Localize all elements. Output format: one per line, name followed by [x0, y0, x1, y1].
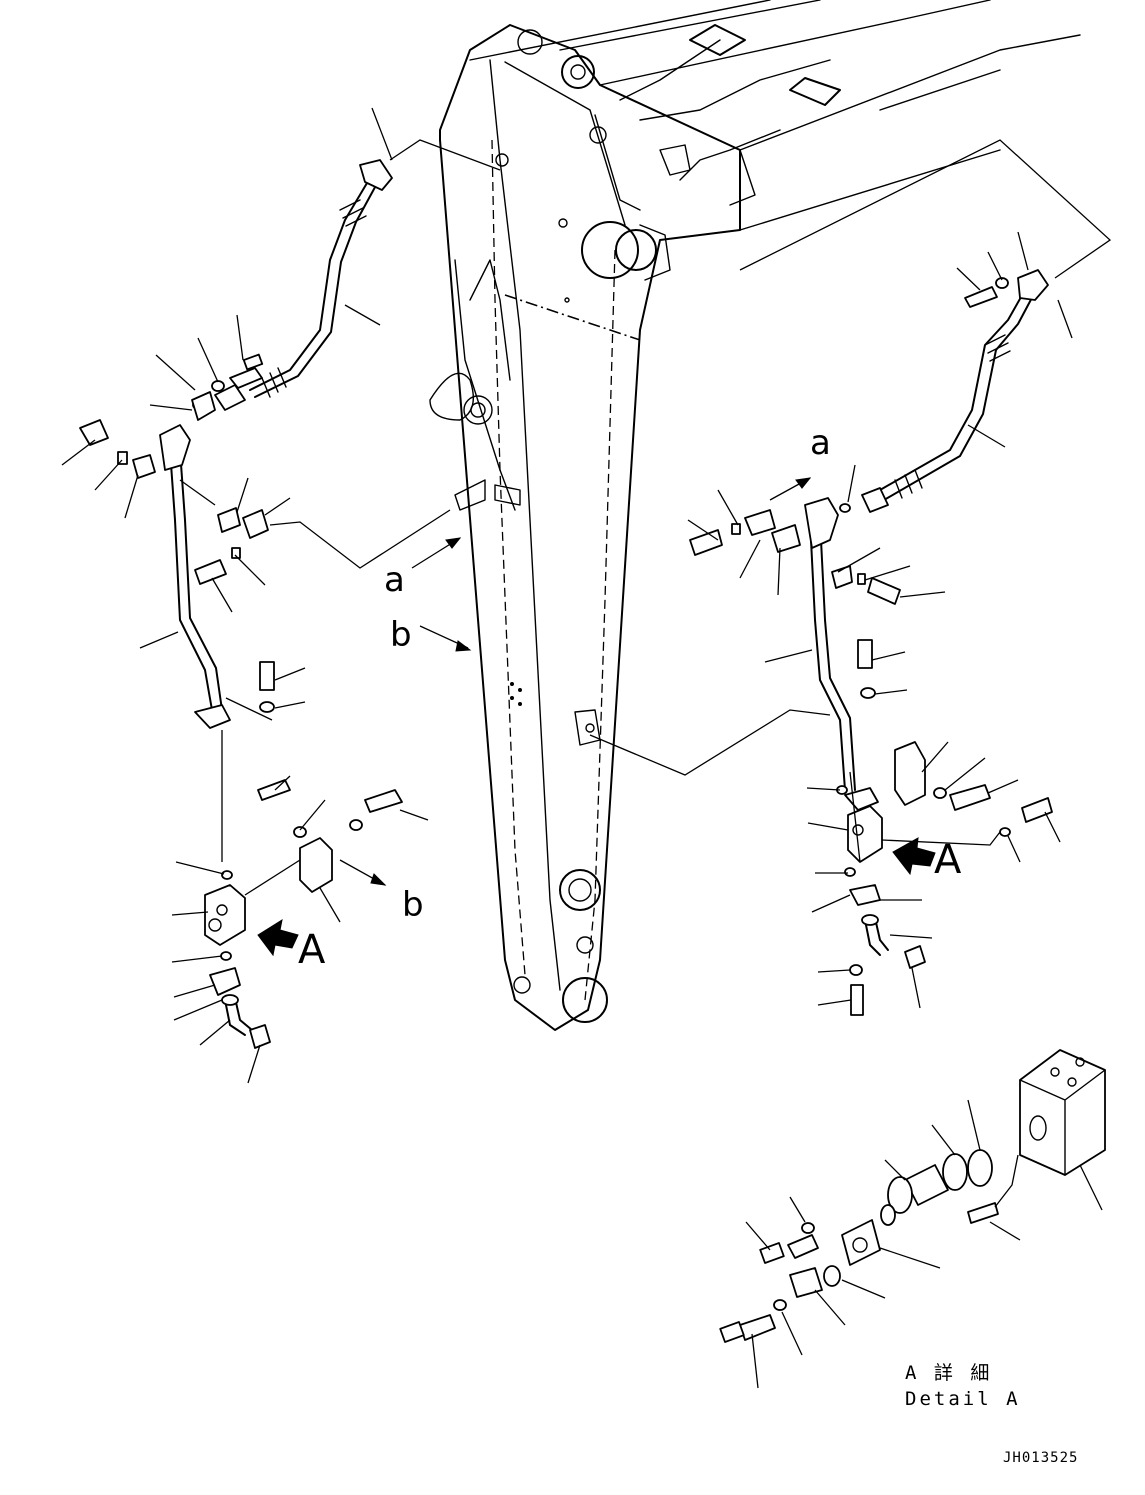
arm-body: [429, 24, 741, 1031]
boom-structure: [469, 0, 1081, 231]
detail-title-en: Detail A: [905, 1388, 1021, 1410]
drawing-code: JH013525: [1003, 1450, 1079, 1466]
detail-title-jp: A 詳 細: [905, 1362, 993, 1384]
right-hose-assembly: [689, 269, 1053, 1016]
ref-label-a-upper: a: [810, 423, 831, 463]
ref-label-a-center: a: [384, 560, 405, 600]
view-label-A-left: A: [298, 927, 326, 973]
view-label-A-right: A: [934, 837, 962, 883]
leader-lines: [61, 107, 1112, 1389]
ref-label-b-lower: b: [402, 885, 424, 925]
ref-label-b-center: b: [390, 615, 412, 655]
left-hose-assembly: [79, 159, 403, 1049]
detail-a-assembly: [719, 1049, 1106, 1343]
